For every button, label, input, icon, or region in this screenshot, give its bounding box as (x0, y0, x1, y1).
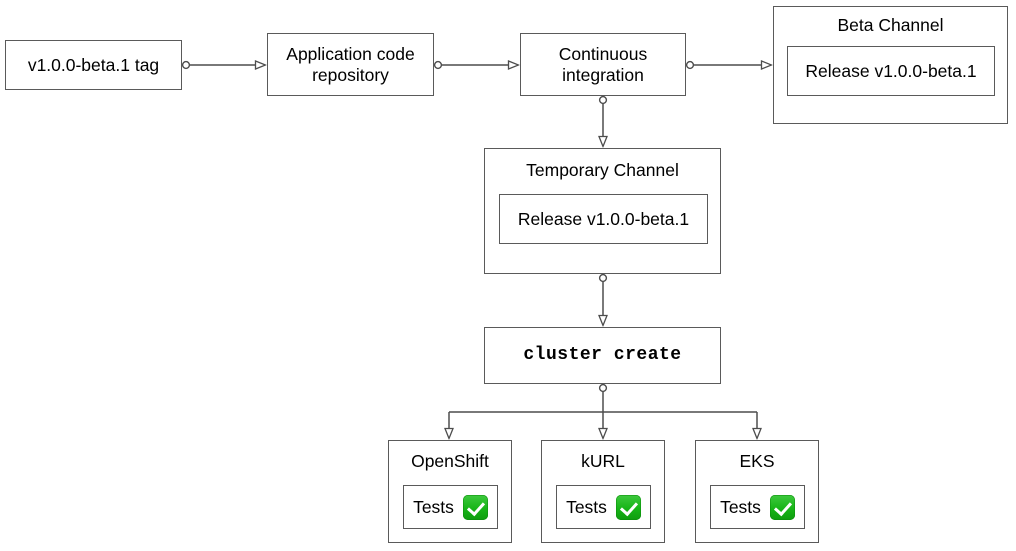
kurl-tests-label: Tests (566, 496, 607, 517)
node-cluster-create[interactable]: cluster create (484, 327, 721, 384)
container-target-kurl[interactable]: kURL Tests (541, 440, 665, 543)
edge-cluster-create-branch (449, 383, 757, 438)
node-continuous-integration-label: Continuous integration (558, 43, 648, 85)
edge-ci-to-temporary-channel (600, 95, 607, 146)
node-application-code-repository-label: Application code repository (286, 43, 415, 85)
beta-channel-release-box[interactable]: Release v1.0.0-beta.1 (787, 46, 995, 96)
container-target-eks[interactable]: EKS Tests (695, 440, 819, 543)
node-continuous-integration[interactable]: Continuous integration (520, 33, 686, 96)
white-check-mark-icon (769, 494, 795, 520)
node-version-tag[interactable]: v1.0.0-beta.1 tag (5, 40, 182, 90)
container-temporary-channel-title: Temporary Channel (526, 160, 679, 180)
edge-temporary-channel-to-cluster-create (600, 273, 607, 325)
container-temporary-channel[interactable]: Temporary Channel Release v1.0.0-beta.1 (484, 148, 721, 274)
container-target-openshift-title: OpenShift (411, 451, 489, 471)
temporary-channel-release-box[interactable]: Release v1.0.0-beta.1 (499, 194, 708, 244)
openshift-tests-label: Tests (413, 496, 454, 517)
kurl-tests-box[interactable]: Tests (556, 485, 651, 529)
container-beta-channel[interactable]: Beta Channel Release v1.0.0-beta.1 (773, 6, 1008, 124)
container-target-openshift[interactable]: OpenShift Tests (388, 440, 512, 543)
temporary-channel-release-label: Release v1.0.0-beta.1 (517, 208, 690, 229)
white-check-mark-icon (615, 494, 641, 520)
eks-tests-box[interactable]: Tests (710, 485, 805, 529)
white-check-mark-icon (462, 494, 488, 520)
beta-channel-release-label: Release v1.0.0-beta.1 (805, 60, 977, 81)
eks-tests-label: Tests (720, 496, 761, 517)
edge-tag-to-repo (181, 62, 265, 69)
container-target-kurl-title: kURL (581, 451, 625, 471)
openshift-tests-box[interactable]: Tests (403, 485, 498, 529)
node-cluster-create-label: cluster create (523, 344, 682, 365)
edge-ci-to-beta-channel (685, 62, 771, 69)
edge-repo-to-ci (433, 62, 518, 69)
container-beta-channel-title: Beta Channel (837, 15, 944, 35)
container-target-eks-title: EKS (739, 451, 775, 471)
node-application-code-repository[interactable]: Application code repository (267, 33, 434, 96)
node-version-tag-label: v1.0.0-beta.1 tag (27, 54, 160, 75)
